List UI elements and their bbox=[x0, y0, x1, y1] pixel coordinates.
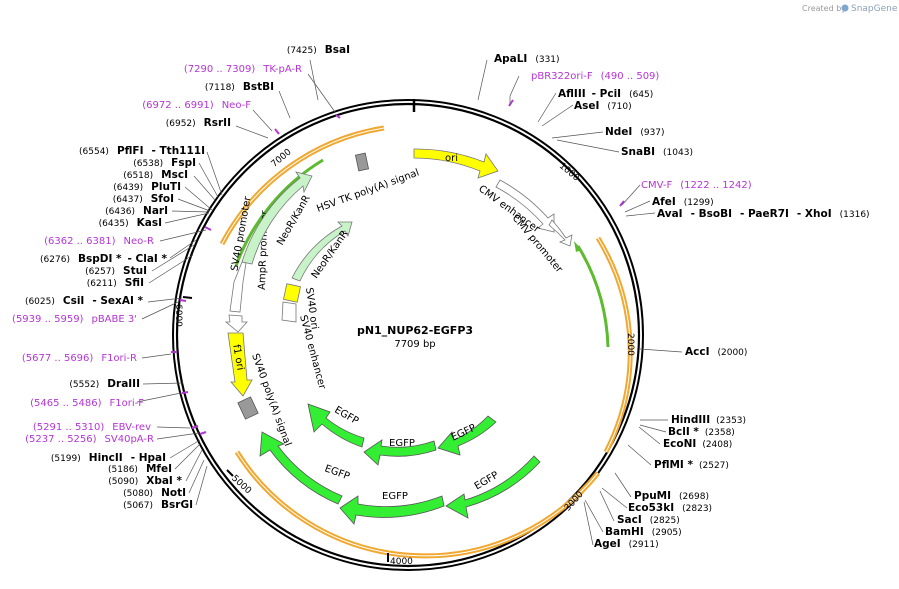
backbone-outer-circle bbox=[172, 99, 644, 571]
site-bspdi-clai: (6276)BspDI *- ClaI * bbox=[40, 253, 167, 265]
plasmid-name: pN1_NUP62-EGFP3 bbox=[357, 324, 473, 337]
sv40-polya-label: SV40 poly(A) signal bbox=[249, 352, 293, 448]
orf-arc-bottom-inner bbox=[236, 451, 599, 557]
orf-green-arc-cmv bbox=[576, 245, 610, 348]
egfp-arrow-6 bbox=[259, 431, 343, 505]
site-sfoi: (6437)SfoI bbox=[113, 193, 174, 205]
site-hincii-hpai: (5199)HincII- HpaI bbox=[51, 452, 166, 464]
backbone-inner-circle bbox=[175, 102, 641, 568]
primer-marks bbox=[171, 99, 625, 435]
egfp-arrow-3 bbox=[307, 403, 365, 448]
site-sfii: (6211)SfiI bbox=[87, 277, 144, 289]
egfp-label-5: EGFP bbox=[382, 491, 408, 502]
ampr-promoter-arrow bbox=[224, 314, 248, 333]
leader-lines-left bbox=[136, 59, 336, 506]
site-mfei: (5186)MfeI bbox=[108, 463, 172, 475]
site-acci: AccI(2000) bbox=[685, 346, 747, 358]
egfp-arrows bbox=[259, 403, 541, 525]
site-asei: AseI(710) bbox=[574, 100, 632, 112]
site-pflfi-tth111i: (6554)PflFI- Tth111I bbox=[79, 145, 205, 157]
site-apali: ApaLI(331) bbox=[494, 53, 560, 65]
site-noti: (5080)NotI bbox=[123, 487, 186, 499]
hsv-tk-polya-box bbox=[354, 152, 370, 172]
site-bsai: (7425)BsaI bbox=[287, 44, 350, 56]
site-snabi: SnaBI(1043) bbox=[621, 146, 693, 158]
site-saci: SacI(2825) bbox=[617, 514, 680, 526]
site-kasi: (6435)KasI bbox=[99, 217, 162, 229]
site-ndei: NdeI(937) bbox=[605, 126, 665, 138]
site-pflmi: PflMI *(2527) bbox=[654, 459, 729, 471]
egfp-label-3: EGFP bbox=[332, 405, 360, 427]
snapgene-brand-text: SnapGene bbox=[851, 4, 898, 14]
tick-5000-mark bbox=[226, 469, 234, 477]
primer-tk-pa-r: (7290 .. 7309)TK-pA-R bbox=[184, 64, 302, 75]
cmv-promoter-arrow bbox=[548, 219, 573, 247]
primer-sv40pa-r: (5237 .. 5256)SV40pA-R bbox=[25, 434, 154, 445]
site-msci: (6518)MscI bbox=[123, 169, 188, 181]
f1-ori-label: f1 ori bbox=[230, 344, 245, 372]
cmv-enhancer-arrow bbox=[495, 179, 555, 233]
snapgene-logo-icon bbox=[841, 4, 849, 12]
neo-kanr-outer-arrow bbox=[241, 171, 313, 265]
primer-f1ori-f: (5465 .. 5486)F1ori-F bbox=[30, 398, 144, 409]
primer-ebv-rev: (5291 .. 5310)EBV-rev bbox=[33, 422, 151, 433]
site-stui: (6257)StuI bbox=[85, 265, 147, 277]
site-xbai: (5090)XbaI * bbox=[108, 475, 182, 487]
ori-arrow bbox=[413, 148, 499, 179]
egfp-arrow-1 bbox=[437, 415, 497, 456]
hsv-tk-polya-label: HSV TK poly(A) signal bbox=[315, 167, 421, 214]
site-eco53ki: Eco53kI(2823) bbox=[628, 502, 712, 514]
f1-ori-arrow bbox=[227, 332, 253, 397]
site-ppumi: PpuMI(2698) bbox=[634, 490, 709, 502]
site-pluti: (6439)PluTI bbox=[113, 181, 181, 193]
orf-arc-left-inner bbox=[221, 127, 385, 245]
sv40-ori-box bbox=[283, 283, 301, 303]
site-agei: AgeI(2911) bbox=[594, 538, 659, 550]
primer-neo-r: (6362 .. 6381)Neo-R bbox=[44, 236, 154, 247]
site-bcli: BclI *(2358) bbox=[668, 426, 735, 438]
tick-4000: 4000 bbox=[390, 557, 413, 567]
site-hindiii: HindIII(2353) bbox=[671, 414, 746, 426]
egfp-arrow-4 bbox=[445, 455, 541, 519]
site-nari: (6436)NarI bbox=[105, 205, 168, 217]
primer-cmv-f: CMV-F(1222 .. 1242) bbox=[641, 180, 752, 191]
tick-2000: 2000 bbox=[625, 333, 635, 356]
tick-6000: 6000 bbox=[173, 304, 183, 327]
primer-f1ori-r: (5677 .. 5696)F1ori-R bbox=[22, 353, 137, 364]
sv40-enhancer-box bbox=[281, 301, 297, 323]
egfp-label-2: EGFP bbox=[389, 438, 415, 449]
egfp-arrow-2 bbox=[363, 439, 437, 466]
sv40-polya-box bbox=[237, 396, 259, 420]
primer-pbabe-3: (5939 .. 5959)pBABE 3' bbox=[12, 314, 137, 325]
ori-label: ori bbox=[445, 153, 458, 164]
primer-neo-f: (6972 .. 6991)Neo-F bbox=[142, 100, 251, 111]
neo-kanr-inner-arrow bbox=[291, 221, 353, 282]
orf-green-arrowhead-cmv bbox=[574, 241, 582, 252]
site-econi: EcoNI(2408) bbox=[663, 438, 732, 450]
site-bamhi: BamHI(2905) bbox=[605, 526, 682, 538]
tick-6000-mark bbox=[182, 296, 193, 299]
site-csii-sexai: (6025)CsiI- SexAI * bbox=[25, 295, 144, 307]
site-bstbi: (7118)BstBI bbox=[205, 81, 274, 93]
site-fspi: (6538)FspI bbox=[133, 157, 196, 169]
site-draiii: (5552)DraIII bbox=[69, 378, 140, 390]
site-rsrii: (6952)RsrII bbox=[166, 117, 231, 129]
site-avai-group: AvaI- BsoBI- PaeR7I- XhoI(1316) bbox=[657, 208, 870, 220]
primer-pbr322ori-f: pBR322ori-F(490 .. 509) bbox=[531, 71, 659, 82]
site-afliii-pcii: AflIII- PciI(645) bbox=[558, 88, 653, 100]
created-by-text: Created by bbox=[802, 4, 846, 13]
leader-lines-right bbox=[477, 59, 683, 546]
egfp-arrow-5 bbox=[339, 495, 445, 525]
site-afei: AfeI(1299) bbox=[652, 196, 714, 208]
plasmid-size: 7709 bp bbox=[394, 339, 435, 350]
egfp-label-6: EGFP bbox=[323, 463, 351, 482]
orf-arc-cmv-inner bbox=[597, 237, 631, 453]
orf-green-arc-left bbox=[234, 158, 324, 267]
site-bsrgi: (5067)BsrGI bbox=[123, 499, 193, 511]
